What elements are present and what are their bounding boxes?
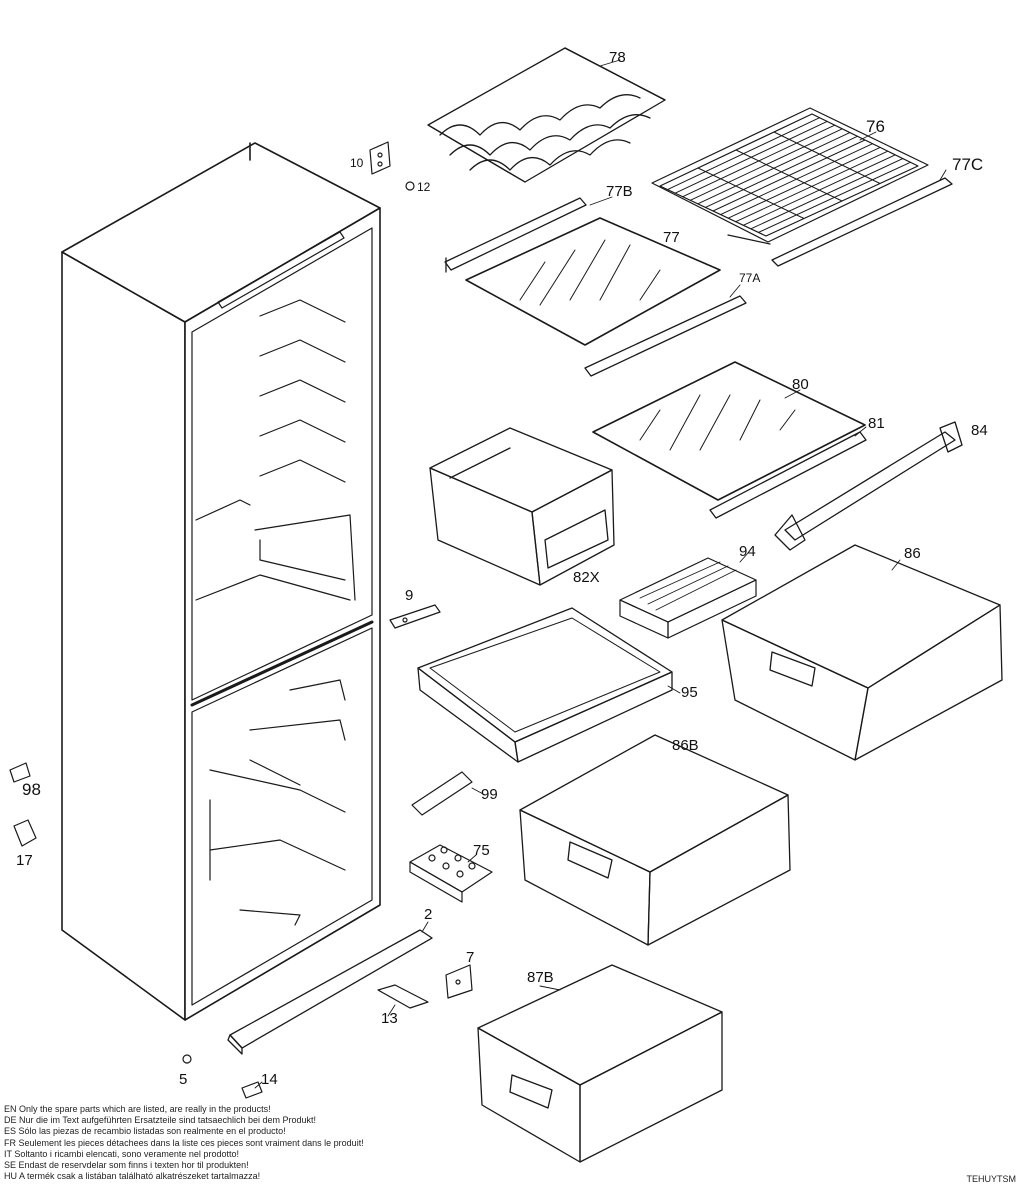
part-81-front-profile (709, 431, 867, 519)
label-82x: 82X (573, 569, 600, 586)
label-77a: 77A (739, 271, 761, 285)
label-84: 84 (971, 422, 988, 439)
part-77-glass-shelf (465, 217, 721, 346)
label-81: 81 (868, 415, 885, 432)
label-95: 95 (681, 684, 698, 701)
label-13: 13 (381, 1010, 398, 1027)
label-12: 12 (417, 180, 431, 194)
label-75: 75 (473, 842, 490, 859)
label-86b: 86B (672, 737, 699, 754)
label-10: 10 (350, 156, 364, 170)
wire-cross-bar (773, 131, 881, 184)
part-77b-rear-profile (444, 197, 587, 273)
part-7-hinge (445, 964, 473, 999)
label-77b: 77B (606, 183, 633, 200)
part-94-tray (619, 557, 757, 639)
part-17-foot (13, 819, 37, 847)
label-9: 9 (405, 587, 414, 604)
part-12-screw (405, 181, 415, 191)
leader-lines (254, 59, 947, 1089)
note-de: DE Nur die im Text aufgeführten Ersatzte… (4, 1115, 316, 1126)
note-es: ES Sólo las piezas de recambio listadas … (4, 1126, 286, 1137)
cabinet-body (61, 142, 381, 1021)
part-76-wire-shelf (651, 107, 929, 245)
part-98-plug (9, 762, 31, 783)
part-99-part (411, 771, 473, 816)
part-95-tray (417, 607, 673, 763)
part-9-hinge (389, 604, 441, 629)
part-75-ice-tray (409, 844, 493, 903)
label-98: 98 (22, 780, 41, 799)
note-fr: FR Seulement les pieces détachees dans l… (4, 1137, 364, 1148)
note-it: IT Soltanto i ricambi elencati, sono ver… (4, 1148, 239, 1159)
label-78: 78 (609, 49, 626, 66)
spare-parts-notes: EN Only the spare parts which are listed… (4, 1104, 364, 1182)
part-10-hinge-bracket (369, 141, 391, 175)
part-84-rail (774, 421, 963, 551)
part-77c-front-profile (771, 177, 953, 267)
drawing-code: TEHUYTSM (966, 1174, 1017, 1184)
label-17: 17 (16, 852, 33, 869)
note-hu: HU A termék csak a listában található al… (4, 1171, 261, 1182)
wire-cross-bar (735, 149, 843, 202)
part-86b-drawer (519, 734, 791, 946)
label-80: 80 (792, 376, 809, 393)
note-se: SE Endast de reservdelar som finns i tex… (4, 1160, 249, 1171)
part-2-front-rail (227, 929, 433, 1055)
part-82x-bin (429, 427, 615, 586)
note-en: EN Only the spare parts which are listed… (4, 1104, 271, 1114)
label-77c: 77C (952, 155, 984, 174)
label-5: 5 (179, 1071, 188, 1088)
label-7: 7 (466, 949, 475, 966)
part-80-glass-shelf (592, 361, 866, 501)
label-14: 14 (261, 1071, 278, 1088)
part-86-drawer (721, 544, 1003, 761)
label-76: 76 (866, 117, 885, 136)
part-13-bracket (377, 984, 429, 1009)
part-78-bottle-rack (427, 47, 666, 183)
label-99: 99 (481, 786, 498, 803)
part-87b-drawer (477, 964, 723, 1163)
wire-cross-bar (697, 167, 805, 219)
label-94: 94 (739, 543, 756, 560)
part-77a-front-profile (584, 295, 747, 377)
label-77: 77 (663, 229, 680, 246)
label-86: 86 (904, 545, 921, 562)
part-5-screw (182, 1054, 192, 1064)
label-87b: 87B (527, 969, 554, 986)
part-14-clip (241, 1081, 263, 1099)
label-2: 2 (424, 906, 433, 923)
